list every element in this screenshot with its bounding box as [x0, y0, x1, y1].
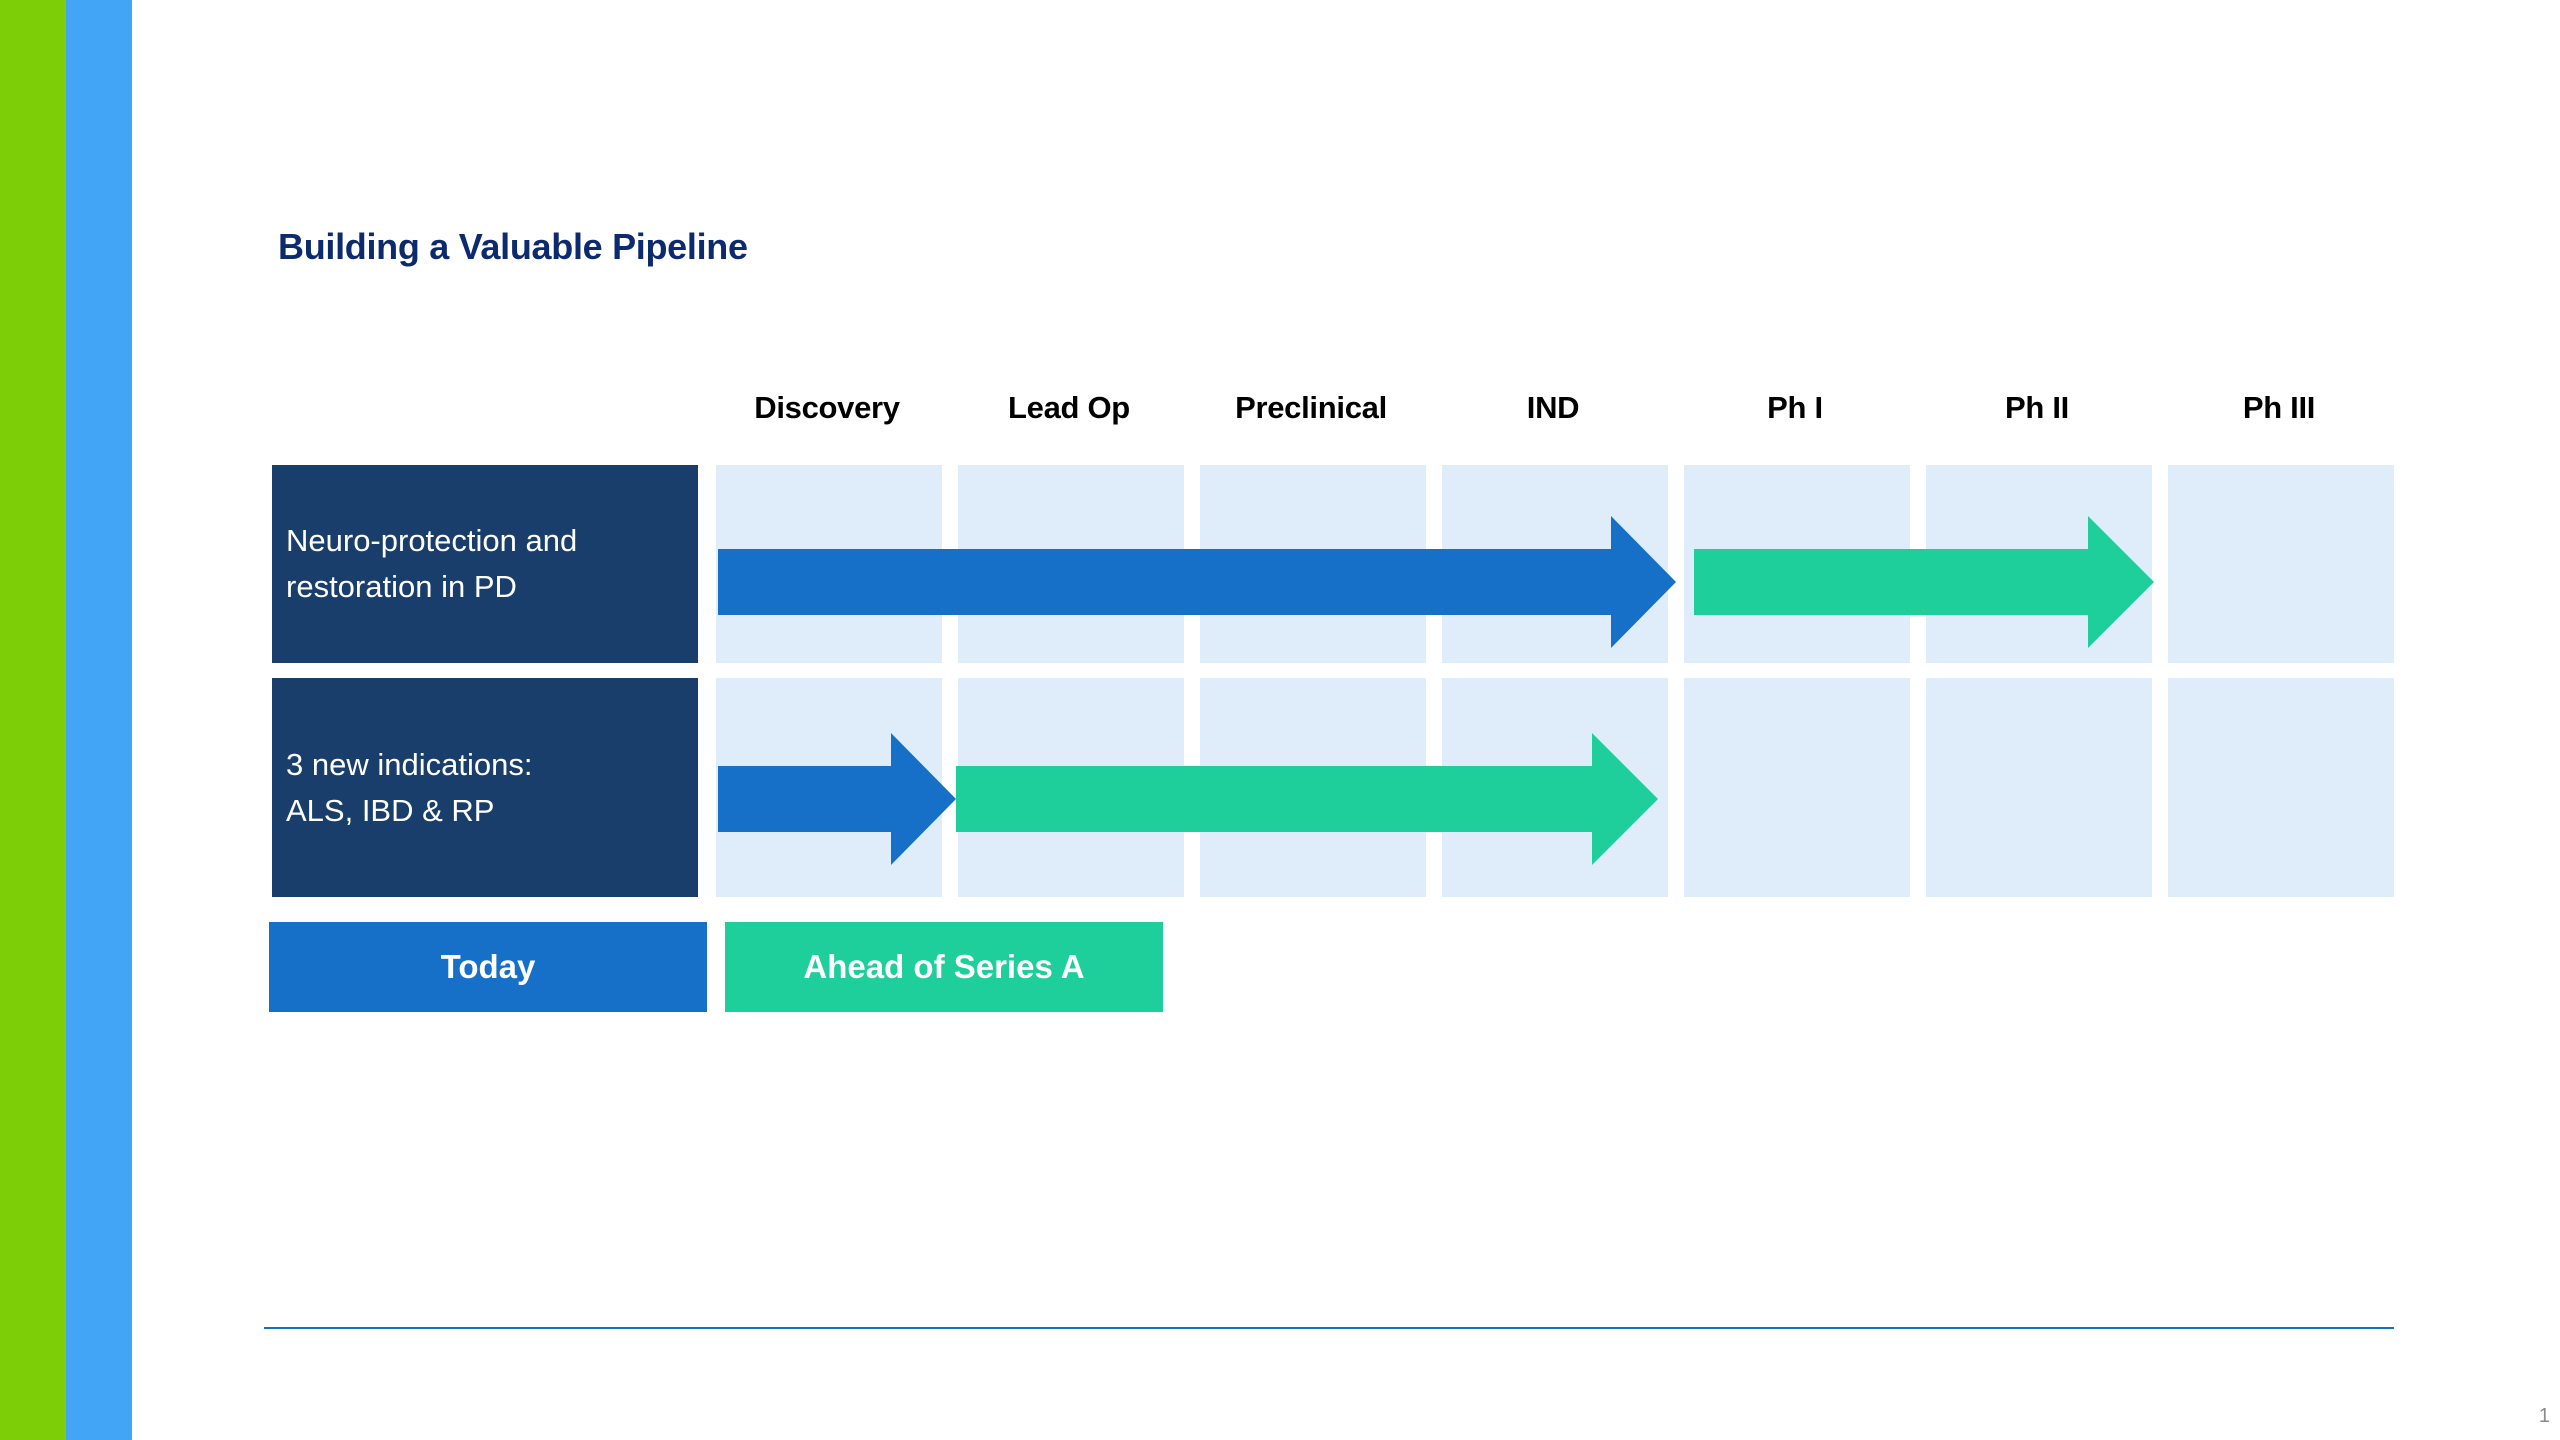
stage-cell: [1200, 678, 1426, 897]
stage-header-ind: IND: [1526, 390, 1580, 425]
footer-divider: [264, 1327, 2394, 1329]
stage-cell: [2168, 678, 2394, 897]
stage-cell: [1442, 465, 1668, 663]
program-label-new-indications: 3 new indications: ALS, IBD & RP: [272, 678, 698, 897]
stage-cell: [2168, 465, 2394, 663]
stage-cell: [1200, 465, 1426, 663]
stage-header-ph-i: Ph I: [1767, 390, 1823, 425]
stage-cell: [716, 465, 942, 663]
program-label-line: ALS, IBD & RP: [286, 792, 495, 828]
stage-cell: [1926, 465, 2152, 663]
stage-header-lead-op: Lead Op: [1008, 390, 1130, 425]
left-accent-bar-blue: [66, 0, 132, 1440]
stage-cell: [1926, 678, 2152, 897]
stage-cell: [1684, 678, 1910, 897]
program-label-line: Neuro-protection and: [286, 523, 578, 558]
stage-header-ph-ii: Ph II: [2005, 390, 2069, 425]
stage-cell: [1442, 678, 1668, 897]
stage-header-discovery: Discovery: [754, 390, 900, 425]
program-label-line: 3 new indications:: [286, 746, 533, 782]
legend-today: Today: [269, 922, 707, 1012]
page-number: 1: [2538, 1405, 2550, 1427]
program-label-line: restoration in PD: [286, 569, 517, 604]
program-label-pd: Neuro-protection and restoration in PD: [272, 465, 698, 663]
left-accent-bar-green: [0, 0, 66, 1440]
stage-header-preclinical: Preclinical: [1235, 390, 1387, 425]
stage-cell: [1684, 465, 1910, 663]
stage-cell: [958, 678, 1184, 897]
stage-cell: [716, 678, 942, 897]
legend-ahead-of-series-a: Ahead of Series A: [725, 922, 1163, 1012]
slide-title: Building a Valuable Pipeline: [278, 226, 748, 267]
stage-cell: [958, 465, 1184, 663]
stage-header-ph-iii: Ph III: [2242, 390, 2316, 425]
